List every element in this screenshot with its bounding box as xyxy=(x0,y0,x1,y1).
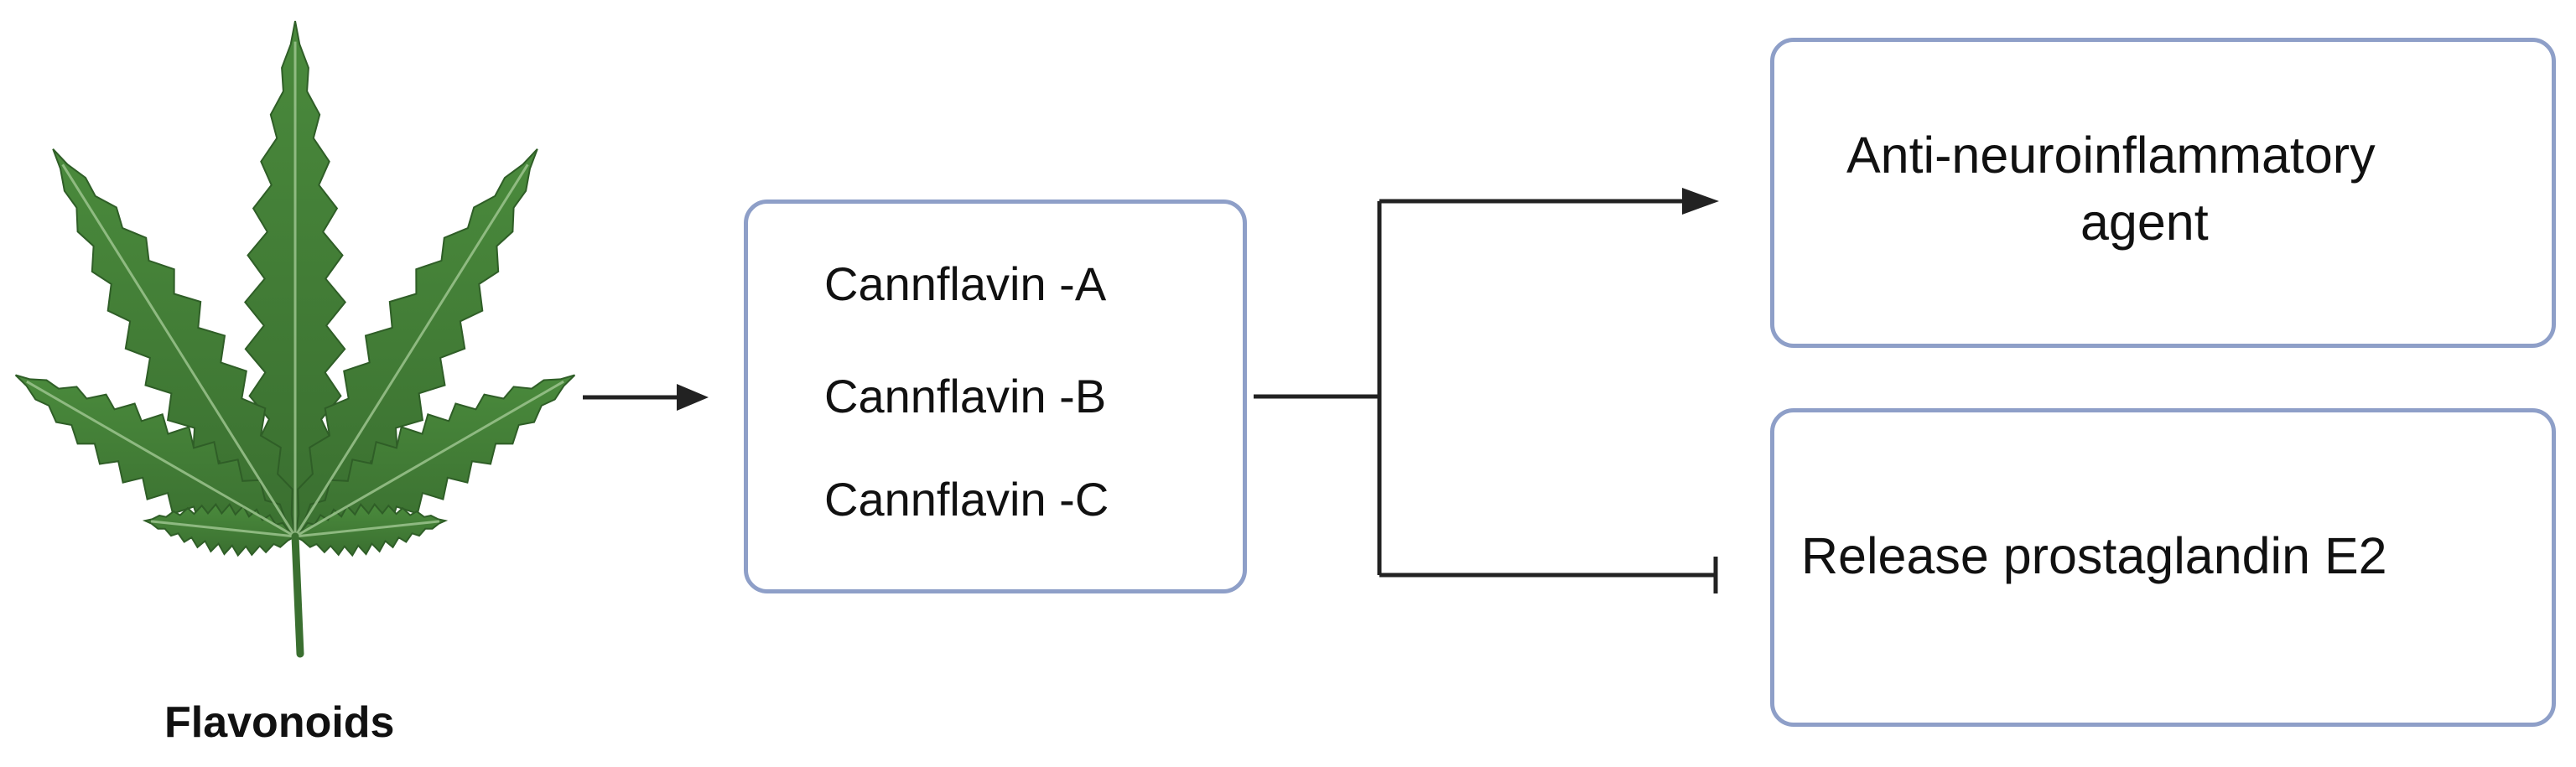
leaflet-vein xyxy=(61,163,297,537)
outcome-activation-line-1: Anti-neuroinflammatory xyxy=(1846,127,2376,184)
leaflet xyxy=(142,502,297,557)
outcome-activation-line-2: agent xyxy=(2080,194,2209,251)
activation-arrowhead xyxy=(1682,188,1719,215)
leaf-to-compounds-arrowhead xyxy=(677,384,709,411)
leaflet-vein xyxy=(294,520,440,538)
leaflet xyxy=(293,502,449,557)
flavonoids-label: Flavonoids xyxy=(164,698,395,747)
compounds-box xyxy=(744,200,1247,593)
outcome-inhibition-line-1: Release prostaglandin E2 xyxy=(1801,527,2387,584)
leaflet-vein xyxy=(150,520,296,538)
compound-c: Cannflavin -C xyxy=(824,473,1109,526)
leaflet-vein xyxy=(26,380,296,538)
leaflet-vein xyxy=(293,163,529,537)
compound-a: Cannflavin -A xyxy=(824,257,1107,310)
outcome-activation-box xyxy=(1770,38,2556,348)
outcome-inhibition-box xyxy=(1770,408,2556,727)
leaflet-vein xyxy=(294,380,564,538)
compound-b: Cannflavin -B xyxy=(824,370,1107,422)
cannabis-leaf-icon xyxy=(14,20,576,658)
